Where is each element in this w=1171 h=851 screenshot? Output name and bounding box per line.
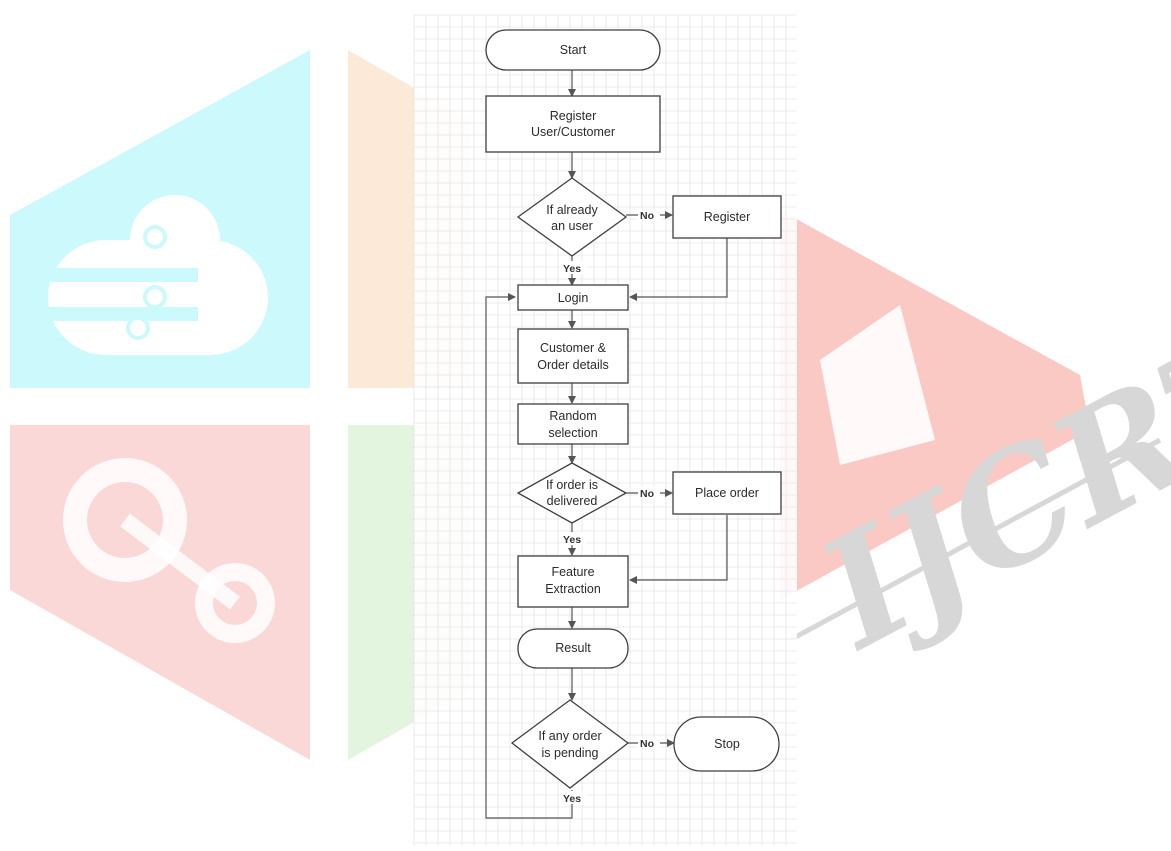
label-no-2: No <box>640 488 654 500</box>
node-stop-label: Stop <box>714 737 740 751</box>
node-register: Register <box>672 195 782 239</box>
watermark-logo: IJCRT <box>10 50 1171 760</box>
node-if-user-line-1: If already <box>546 203 598 217</box>
node-stop: Stop <box>673 716 780 772</box>
node-if-user-line-2: an user <box>551 219 593 233</box>
edge-place-order-feature <box>629 515 728 584</box>
node-register-user: Register User/Customer <box>485 95 661 153</box>
edge-register-login <box>629 238 728 301</box>
label-yes-3: Yes <box>563 793 581 805</box>
node-details-line-1: Customer & <box>540 341 607 355</box>
node-random-line-1: Random <box>549 409 596 423</box>
label-no-1: No <box>640 210 654 222</box>
node-if-pending: If any order is pending <box>510 699 630 789</box>
node-start: Start <box>485 29 661 71</box>
node-if-delivered-line-2: delivered <box>547 494 598 508</box>
label-no-3: No <box>640 738 654 750</box>
book-icon <box>820 305 935 465</box>
node-details: Customer & Order details <box>517 328 629 384</box>
node-register-label: Register <box>704 210 751 224</box>
label-yes-2: Yes <box>563 534 581 546</box>
node-if-delivered-line-1: If order is <box>546 478 598 492</box>
node-feature: Feature Extraction <box>517 555 629 608</box>
node-random-line-2: selection <box>548 426 597 440</box>
node-feature-line-2: Extraction <box>545 582 601 596</box>
label-yes-1: Yes <box>563 263 581 275</box>
node-result: Result <box>517 628 629 669</box>
node-feature-line-1: Feature <box>551 565 594 579</box>
node-place-order-label: Place order <box>695 486 759 500</box>
gear-icon <box>63 458 275 643</box>
node-start-label: Start <box>560 43 587 57</box>
node-result-label: Result <box>555 641 591 655</box>
node-details-line-2: Order details <box>537 358 609 372</box>
edge-labels: No Yes No Yes No Yes <box>562 209 660 805</box>
node-if-user: If already an user <box>516 177 628 257</box>
watermark-swoosh <box>788 437 1162 643</box>
node-register-user-line-2: User/Customer <box>531 125 615 139</box>
node-login-label: Login <box>558 291 589 305</box>
nodes: Start Register User/Customer If already … <box>485 29 782 789</box>
node-place-order: Place order <box>672 471 782 515</box>
watermark-red-shape <box>780 210 1090 600</box>
node-if-pending-line-2: is pending <box>542 746 599 760</box>
node-if-delivered: If order is delivered <box>516 462 628 524</box>
node-if-pending-line-1: If any order <box>538 729 601 743</box>
node-register-user-line-1: Register <box>550 109 597 123</box>
edge-if-pending-loop-login <box>485 293 573 819</box>
cloud-icon <box>48 195 268 355</box>
node-login: Login <box>517 284 629 311</box>
node-random: Random selection <box>517 403 629 445</box>
